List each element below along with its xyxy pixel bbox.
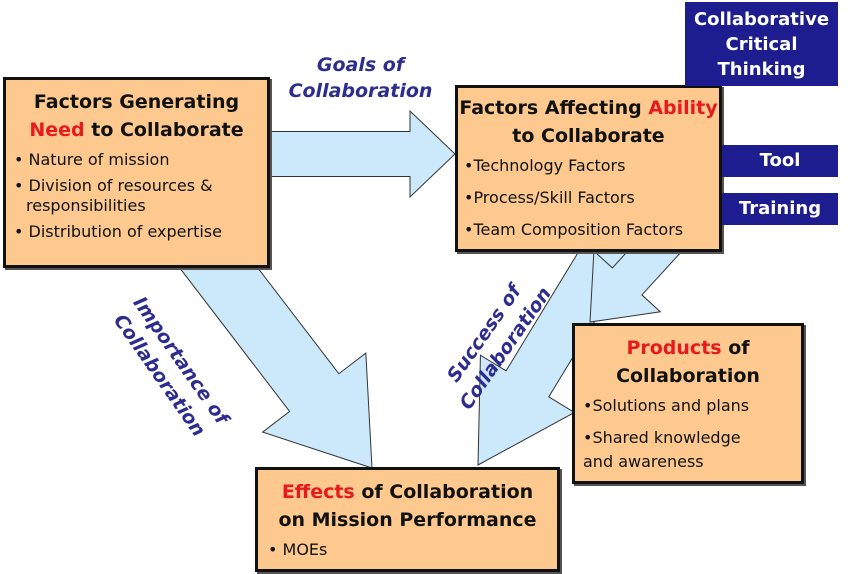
goals-label: Goals of Collaboration (283, 52, 438, 104)
list-item: • Nature of mission (14, 150, 170, 169)
callout-line: Collaborative (693, 9, 830, 30)
goals-label-line: Collaboration (288, 80, 433, 102)
goals-arrow (267, 109, 456, 199)
list-item: • MOEs (268, 540, 328, 559)
list-item: •Team Composition Factors (464, 220, 684, 239)
list-item: •Solutions and plans (583, 396, 750, 415)
callout-line: Thinking (717, 59, 806, 80)
callout-line: Critical (725, 34, 798, 55)
training-callout: Training (722, 193, 838, 225)
critical-thinking-callout: Collaborative Critical Thinking (685, 2, 838, 86)
list-item: •Process/Skill Factors (464, 188, 635, 207)
list-item: • Distribution of expertise (14, 222, 222, 241)
list-item: •Technology Factors (464, 156, 626, 175)
goals-label-line: Goals of (316, 54, 405, 76)
tool-callout: Tool (722, 145, 838, 177)
list-item: •Shared knowledge and awareness (583, 428, 741, 471)
list-item: • Division of resources & responsibiliti… (14, 176, 213, 215)
